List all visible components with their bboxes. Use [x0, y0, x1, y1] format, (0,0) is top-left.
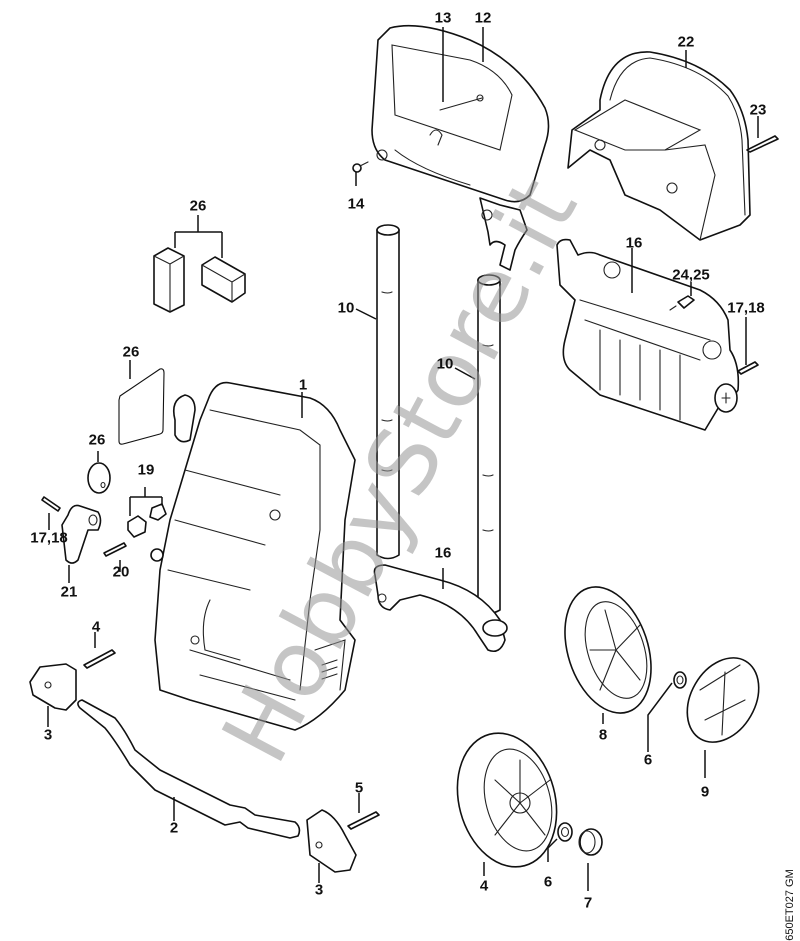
callout-3-right: 3 [314, 881, 324, 899]
clip-23-part [669, 295, 695, 311]
callout-10-left: 10 [337, 299, 355, 317]
callout-24-25: 26 [122, 343, 140, 361]
callout-4-right: 5 [354, 779, 364, 797]
callout-2: 2 [169, 819, 179, 837]
handle-part [371, 24, 550, 271]
callout-17-18: 19 [137, 461, 155, 479]
washer-6-lower-part [557, 822, 573, 842]
hook-part [61, 504, 102, 564]
tube-support-part [373, 564, 508, 653]
washer-6-upper-part [673, 671, 687, 689]
callout-4-left: 4 [91, 618, 101, 636]
tube-right-part [477, 274, 501, 615]
callout-21: 22 [677, 33, 695, 51]
screw-4-left-part [83, 649, 116, 669]
callout-20: 21 [60, 583, 78, 601]
document-code: 650ET027 GM [784, 869, 796, 941]
hub-cover-part [686, 657, 760, 743]
callout-9: 9 [700, 783, 710, 801]
callout-12: 13 [434, 9, 452, 27]
callout-10-right: 10 [436, 355, 454, 373]
housing-frame-part [150, 381, 356, 731]
tube-left-part [376, 224, 400, 560]
screw-13-part [352, 161, 369, 173]
spacer-part [87, 462, 111, 494]
wheel-8-part [564, 586, 652, 714]
screw-4-right-part [347, 811, 380, 830]
callout-16-left: 17,18 [30, 529, 68, 547]
callout-23: 24,25 [672, 266, 710, 284]
screw-22-part [746, 135, 779, 153]
cover-part [567, 51, 751, 241]
callout-3-left: 3 [43, 726, 53, 744]
callout-7: 7 [583, 894, 593, 912]
callout-16-right: 17,18 [727, 299, 765, 317]
screw-16-right-part [737, 361, 759, 375]
holder-bracket-part [556, 238, 740, 431]
callout-6-upper: 6 [643, 751, 653, 769]
label-sticker-part [118, 368, 165, 445]
carbon-brushes-part [153, 247, 246, 313]
callout-6-lower: 6 [543, 873, 553, 891]
callout-22: 23 [749, 101, 767, 119]
callout-15: 16 [625, 234, 643, 252]
axle-part [77, 699, 301, 839]
leader-lines [47, 27, 759, 891]
callout-11: 12 [474, 9, 492, 27]
axle-bracket-left-part [29, 663, 77, 711]
callout-19: 20 [112, 563, 130, 581]
clip-set-part [127, 503, 167, 538]
cap-part [578, 828, 603, 856]
callout-13: 14 [347, 195, 365, 213]
callout-14: 16 [434, 544, 452, 562]
callout-5: 4 [479, 877, 489, 895]
callout-26-brushes: 26 [189, 197, 207, 215]
screw-16-left-part [41, 496, 61, 512]
wheel-5-part [456, 732, 558, 868]
screw-19-part [103, 542, 127, 557]
axle-bracket-right-part [306, 809, 357, 873]
callout-1: 1 [298, 376, 308, 394]
callout-26-spacer: 26 [88, 431, 106, 449]
callout-8: 8 [598, 726, 608, 744]
